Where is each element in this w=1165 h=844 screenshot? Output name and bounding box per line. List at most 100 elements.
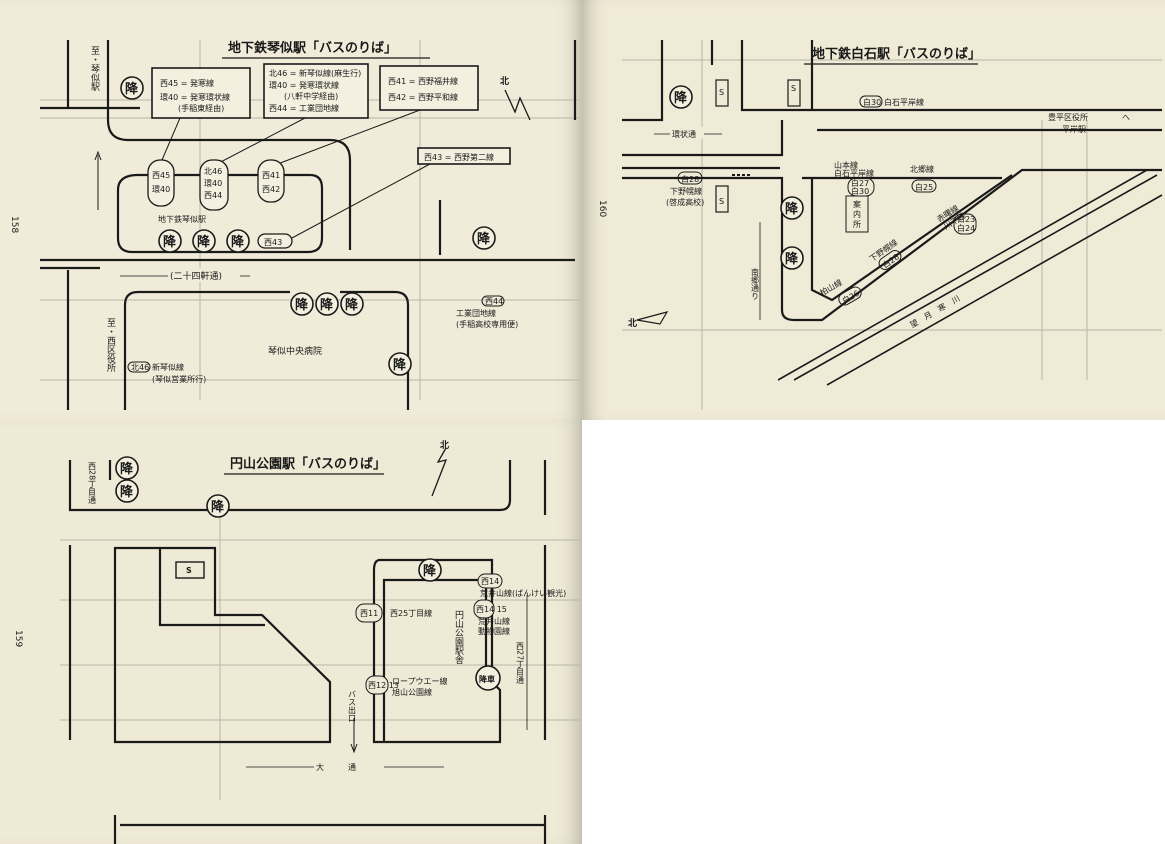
bleed-through-lines [60,510,580,800]
route-box-4-line-1: 西43 = 西野第二線 [424,152,494,162]
route-box-1-line-2: 環40 = 発寒環状線 [160,92,230,102]
ropeway-1: ロープウエー線 [392,676,448,686]
kou-2: 降 [120,484,134,500]
nishi14-15-badge: 西14 15 [476,605,507,614]
kou-1: 降 [120,461,134,477]
street-label: (二十四軒通) [170,270,222,282]
nishi25-label: 西25丁目線 [390,608,432,618]
maruyama-page: 159 円山公園駅「バスのりば」 S 降 降 降 降 西14 荒井山線(ばんけい… [0,420,582,844]
b28-left: 白28 [681,174,699,184]
b24: 白24 [957,223,975,233]
shinkotoni-line-1: 新琴似線 [152,362,184,372]
toyohira-2: 平岸駅 [1062,125,1086,134]
north-label: 北 [628,317,637,329]
kou-7: 降 [320,297,334,313]
shiroishi-map: 160 地下鉄白石駅「バスのりば」 S S S 降 降 降 白30 白石平岸線 … [597,40,1163,410]
shinkotoni-line-2: (琴似営業所行) [152,374,206,384]
bleed-through-lines [622,40,1162,410]
akebono-5: 下 [949,215,961,227]
stop-pill-3a: 西41 [262,171,280,180]
route-box-1-line-3: (手稲東経由) [178,103,224,113]
stop-pill-2b: 環40 [204,179,222,188]
toyohira-1: 豊平区役所 [1048,112,1088,122]
shiroishi-hiragishi: 白石平岸線 [834,168,874,178]
shimonopporo-2: (啓成高校) [666,197,704,207]
nishi11-badge: 西11 [360,609,378,618]
b25: 白25 [915,182,933,192]
akebono-2: 曙 [942,208,954,220]
route-box-2-line-3: (八軒中学経由) [284,91,338,101]
kou-2: 降 [163,234,177,250]
honsen-label: 山本線 [834,160,858,170]
north-arrow-icon: 北 [431,439,449,497]
route-box-2-line-2: 環40 = 発寒環状線 [269,80,339,90]
nishi12-13-badge: 西12 13 [368,681,399,690]
page-number: 159 [13,630,23,647]
shimonopporo-1: 下野幌線 [670,186,702,196]
map-title: 地下鉄白石駅「バスのりば」 [812,46,981,62]
hospital-label: 琴似中央病院 [268,345,322,357]
s-symbol: S [186,566,192,575]
kou-9: 降 [393,357,407,373]
arai-label: 荒井山線(ばんけい観光) [480,588,566,598]
north-arrow-icon: 北 [628,311,669,329]
to-ward-office: 至・西区役所 [105,318,116,373]
page-number: 158 [9,216,19,233]
arai-zoo-2: 動物園線 [478,626,510,636]
stop-pill-1b: 環40 [152,185,170,194]
west28-road: 西28丁目通 [88,462,97,505]
nishi14-badge: 西14 [481,577,499,586]
shiroishi-page: 160 地下鉄白石駅「バスのりば」 S S S 降 降 降 白30 白石平岸線 … [582,0,1165,420]
nango-road: 南郷通り [751,267,760,300]
north-arrow-icon: 北 [500,75,531,121]
s-symbol-3: S [719,197,724,206]
kou-3: 降 [785,251,799,267]
stop-pill-1a: 西45 [152,171,170,180]
kotoni-page: 158 地下鉄琴似駅「バスのりば」 西45 = 発寒線 環40 = 発寒環状線 … [0,0,582,420]
terminal-label: 円山公園駅舎 [453,610,464,665]
s-symbol-2: S [791,84,796,93]
hiraoka-label: 白石平岸線 [884,97,924,107]
to-kotoni: 至・琴似駅 [89,46,100,92]
stop-pill-2c: 西44 [204,191,222,200]
bus-exit: バス出口 [348,690,357,722]
kou-4: 降 [423,563,437,579]
alighting-markers: 降 降 降 降 降 降 降 降 降 [120,76,496,376]
kogyo-line-1: 工業団地線 [456,308,496,318]
kotoni-map: 158 地下鉄琴似駅「バスのりば」 西45 = 発寒線 環40 = 発寒環状線 … [9,40,580,410]
maruyama-map: 159 円山公園駅「バスのりば」 S 降 降 降 降 西14 荒井山線(ばんけい… [13,439,580,844]
b30: 白30 [851,186,869,196]
blank-area [582,420,1165,844]
map-title: 円山公園駅「バスのりば」 [230,456,386,472]
hiraoka-badge: 白30 [863,97,881,107]
station-label: 地下鉄琴似駅 [158,214,206,224]
west27-road: 西27丁目通 [516,642,525,685]
map-title: 地下鉄琴似駅「バスのりば」 [228,40,397,56]
page-number: 160 [597,200,607,217]
kou-1: 降 [125,81,139,97]
odori-road: 大 通 [316,762,356,772]
route-box-3-line-2: 西42 = 西野平和線 [388,92,458,102]
alighting-markers: 降 降 降 [669,85,804,270]
kou-1: 降 [674,90,688,106]
kogyo-badge: 西44 [485,297,503,306]
route-box-2-line-4: 西44 = 工業団地線 [269,103,339,113]
hokuto-label: 北郷線 [910,164,934,174]
annai-2: 内 [853,209,861,219]
kogyo-line-2: (手稲高校専用便) [456,319,518,329]
toyohira-arrow: へ [1122,113,1130,122]
kosha-label: 降車 [479,674,495,684]
kou-3: 降 [211,499,225,515]
stop-pill-3b: 西42 [262,185,280,194]
kou-5: 降 [477,231,491,247]
akebono-1: 赤 [935,212,947,224]
kou-2: 降 [785,201,799,217]
ropeway-2: 旭山公園線 [392,687,432,697]
akebono-4: 川 [942,220,954,232]
kou-4: 降 [231,234,245,250]
b23: 白23 [957,214,975,224]
route-box-1-line-1: 西45 = 発寒線 [160,78,214,88]
route-box-2-line-1: 北46 = 新琴似線(麻生行) [269,68,361,78]
north-label: 北 [500,75,509,87]
route-box-3-line-1: 西41 = 西野福井線 [388,76,458,86]
